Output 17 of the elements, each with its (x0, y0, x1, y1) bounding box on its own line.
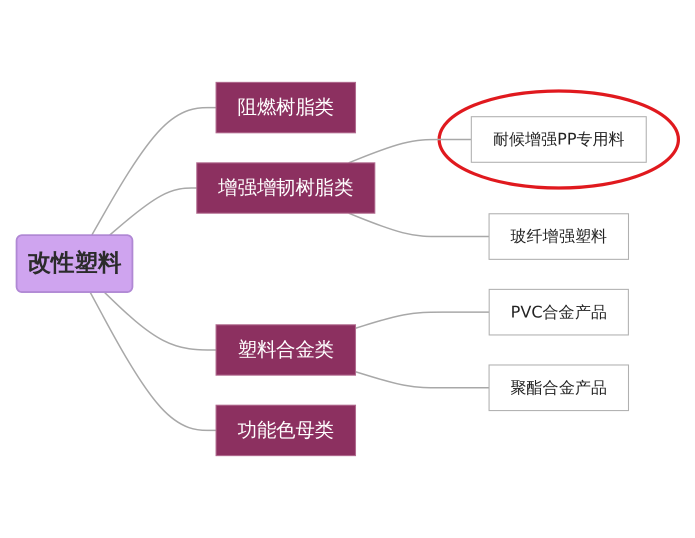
node-box: 功能色母类 (216, 404, 356, 456)
connector (90, 292, 216, 432)
connector (355, 371, 490, 389)
node-box: PVC合金产品 (488, 288, 629, 336)
cluster (438, 89, 680, 190)
node-box: 增强增韧树脂类 (196, 162, 376, 214)
node-box: 玻纤增强塑料 (488, 213, 630, 260)
node-box: 耐候增强PP专用料 (470, 116, 647, 163)
connector (104, 292, 216, 351)
node-box: 阻燃树脂类 (216, 82, 356, 134)
connector (355, 311, 490, 329)
connector (348, 138, 472, 164)
connector (90, 106, 216, 236)
connector (108, 187, 197, 236)
node-box: 塑料合金类 (216, 324, 356, 376)
node-box: 聚酯合金产品 (488, 364, 630, 412)
connector (348, 212, 490, 238)
